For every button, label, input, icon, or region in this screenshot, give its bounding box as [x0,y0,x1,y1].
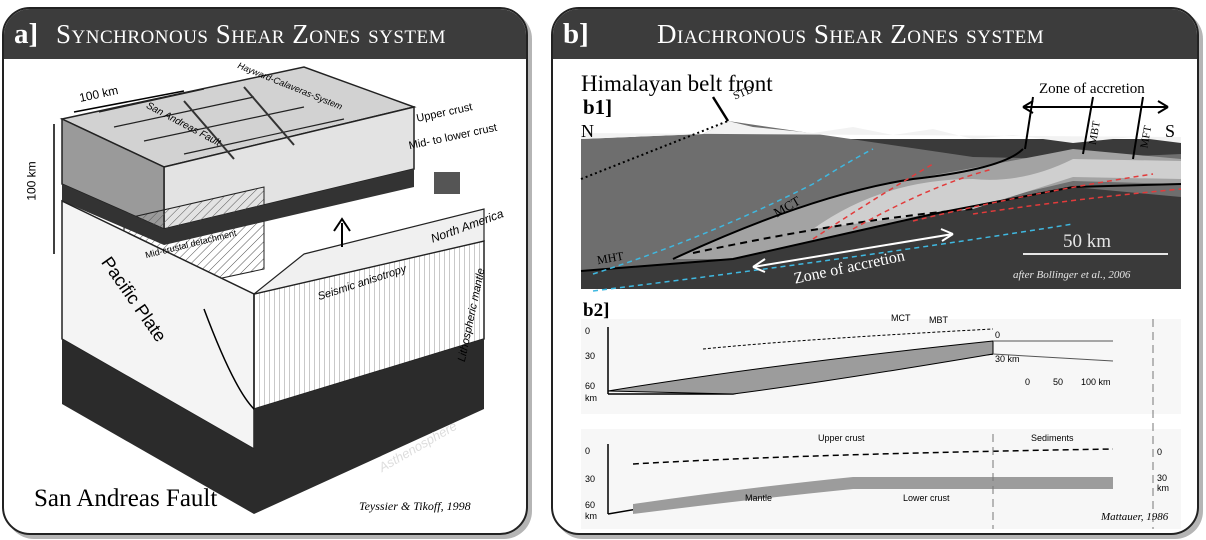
b1-credit: after Bollinger et al., 2006 [1013,269,1131,281]
panel-a-tag: a] [14,18,39,50]
b2-upper-shaded-wedge [607,340,994,395]
plate-boundary-curve [203,308,255,410]
b2-upper-crust-label: Upper crust [818,433,865,443]
anisotropy-arrow-icon [333,217,351,247]
b1-dashed-thrust [692,208,974,254]
b2-lower-right-depth-30: 30 [1157,473,1168,483]
panel-a-title: Synchronous Shear Zones system [56,19,447,49]
b2-lower-crust-label: Lower crust [903,493,950,503]
himalayan-cross-section-b1 [580,96,1182,529]
b2-upper-dashed [702,328,994,350]
north-america-top [253,208,485,295]
b1-south-label: S [1165,121,1176,141]
b2-lower-depth-60: 60 [585,500,596,510]
b2-lower-dashed [632,448,1114,465]
marker-box-icon [434,172,460,194]
b2-lower-depth-0: 0 [585,446,591,456]
b1-accretion-arrow-top [1022,100,1169,114]
b1-accretion-arrowheads [752,228,954,273]
fault-traces [98,88,345,155]
panel-diachronous: b] Diachronous Shear Zones system Himala… [551,7,1199,535]
b2-mantle-label: Mantle [745,493,773,503]
b1-blue-flow-lower [592,223,1074,292]
b2-mct-label: MCT [891,313,911,323]
panel-b-header: b] Diachronous Shear Zones system [553,9,1197,59]
b2-scale-0: 0 [1025,377,1031,387]
b1-red-flow-lines [812,163,1182,240]
depth-scale-label: 100 km [24,161,39,201]
panel-a-caption: San Andreas Fault [34,485,218,512]
b2-upper-depth-unit: km [585,393,597,403]
panel-b-title: Diachronous Shear Zones system [657,19,1045,49]
b2-lower-depth-30: 30 [585,474,596,484]
lower-crust-band-left [62,184,164,245]
b2-scale-100: 100 km [1081,377,1111,387]
b2-lower-depth-unit: km [585,511,597,521]
b2-upper-right-depth-30: 30 km [995,354,1020,364]
lower-crust-band-front [164,169,414,245]
b2-tag: b2] [583,300,610,321]
panel-b-tag: b] [563,18,589,50]
b1-siwaliks [813,159,1181,229]
b2-upper-right-depth-0: 0 [995,330,1001,340]
b2-scale-50: 50 [1053,377,1064,387]
asthenosphere-left [62,339,254,514]
b1-blue-flow-upper [592,148,874,275]
san-andreas-block-diagram [53,66,485,514]
b1-topography [581,121,1181,143]
b1-tag: b1] [583,95,613,119]
b1-mct-line [672,148,1024,260]
b2-upper-depth-30: 30 [585,351,596,361]
b1-accretion-arrow-bottom [752,233,954,268]
b2-credit: Mattauer, 1986 [1101,511,1169,523]
b1-std-line [711,96,730,122]
himalaya-heading: Himalayan belt front [581,71,773,96]
b1-scale-label: 50 km [1063,231,1112,252]
panel-a-header: a] Synchronous Shear Zones system [4,9,526,59]
b2-upper-depth-0: 0 [585,326,591,336]
b2-mbt-label: MBT [929,315,948,325]
b1-zone-top-label: Zone of accretion [1039,81,1145,97]
asthenosphere-right [254,339,484,514]
b2-upper-arrow-lines [992,340,1114,362]
b1-std-dotted [580,120,729,180]
panel-a-credit: Teyssier & Tikoff, 1998 [359,499,471,513]
b2-lower-right-depth-0: 0 [1157,447,1163,457]
b2-reference-lines [992,319,1154,529]
b1-mht-line [580,183,1182,272]
b2-upper-depth-60: 60 [585,381,596,391]
strike-slip-faults [183,86,295,160]
panel-synchronous: a] Synchronous Shear Zones system [2,7,528,535]
b2-lower-right-unit: km [1157,483,1169,493]
b1-north-label: N [581,121,594,141]
width-scale-bar [73,90,185,113]
b2-sediments-label: Sediments [1031,433,1074,443]
